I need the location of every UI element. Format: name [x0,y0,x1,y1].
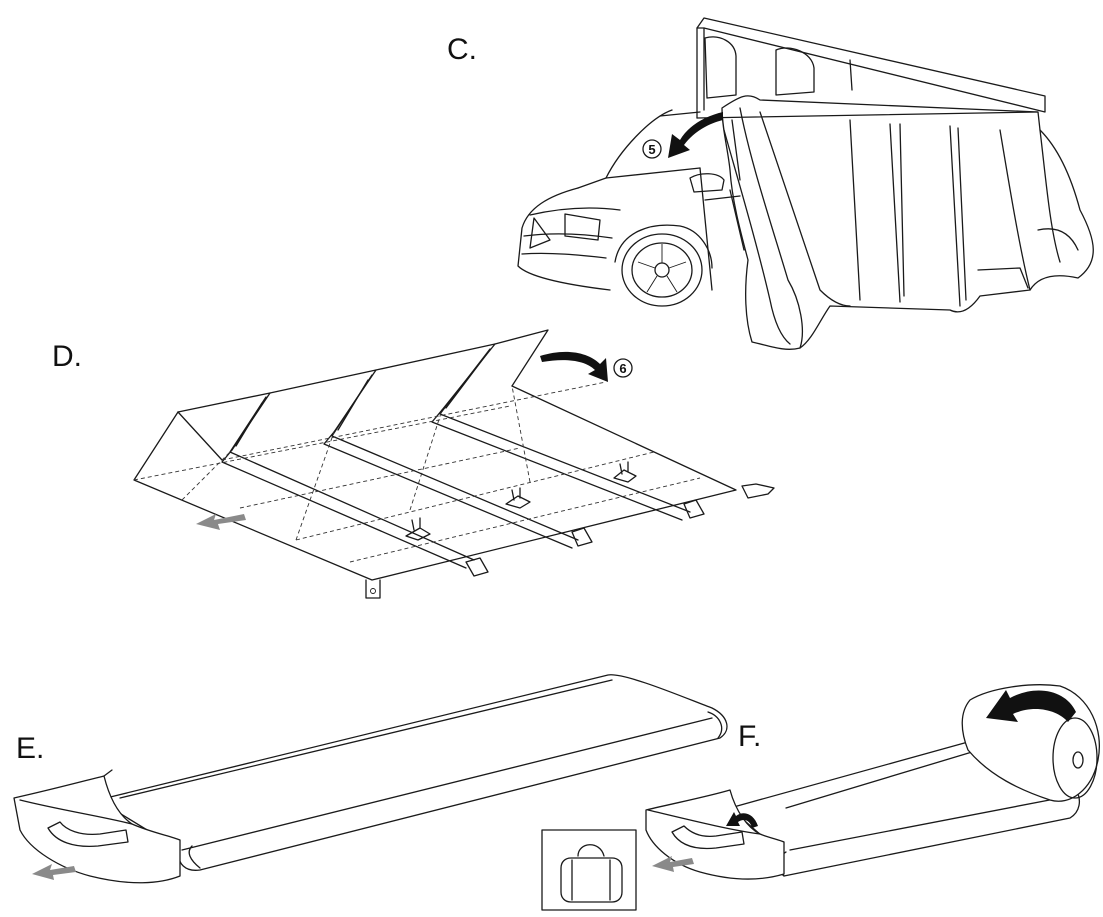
small-arrow-f [726,812,758,828]
callout-5-circle [642,139,662,159]
pull-arrow-f [652,856,694,872]
step-f: F. [541,684,1100,911]
step-d: D. [52,329,775,599]
callout-5: 5 [648,142,655,157]
pull-arrow-d [196,514,246,530]
van-illustration [517,17,1094,350]
step-e-label: E. [16,732,44,765]
step-e: E. [13,674,728,884]
fold-arrow-d [540,351,608,382]
callout-6-circle [613,358,633,378]
flat-pack-mat [13,674,728,884]
step-d-label: D. [52,340,82,373]
step-c: C. [447,17,1094,350]
step-f-label: F. [738,720,761,753]
folded-panels [133,329,775,599]
step-c-label: C. [447,33,477,66]
fold-arrow-c [668,112,723,158]
callout-6: 6 [619,361,626,376]
pull-arrow-e [32,864,76,880]
roll-arrow-f [986,690,1076,722]
carry-bag-icon [541,829,637,911]
